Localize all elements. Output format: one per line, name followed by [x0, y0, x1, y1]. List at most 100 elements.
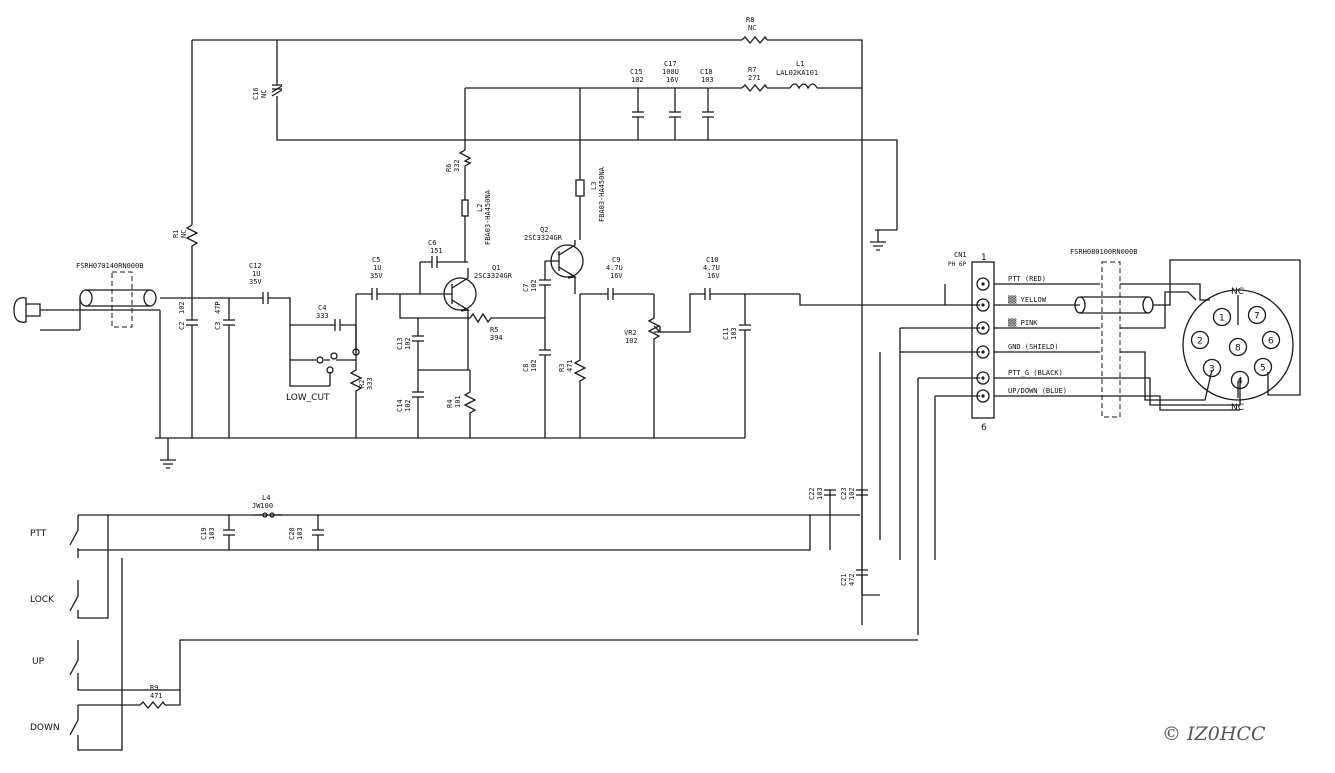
mic-pin-5	[1253, 357, 1273, 377]
c3-ref: C3	[214, 322, 222, 330]
q1-value: 2SC3324GR	[474, 272, 513, 280]
mic-pin-4	[1230, 370, 1250, 390]
mic-pin-number: 2	[1197, 337, 1203, 347]
r7-ref: R7	[748, 66, 756, 74]
switch-ptt-label: PTT	[30, 529, 47, 539]
c8-ref: C8	[522, 364, 530, 372]
c10-voltage: 16V	[707, 272, 720, 280]
c6-ref: C6	[428, 239, 436, 247]
r9-ref: R9	[150, 684, 158, 692]
c4-value: 333	[316, 312, 329, 320]
mic-pin-number: 5	[1260, 364, 1266, 374]
l4-ref: L4	[262, 494, 270, 502]
mic-pin-1	[1212, 307, 1232, 327]
cn1-pin-label: UP/DOWN (BLUE)	[1008, 387, 1067, 395]
c9-value: 4.7U	[606, 264, 623, 272]
c13-value: 102	[404, 337, 412, 350]
c3-value: 47P	[214, 301, 222, 314]
switch-down-label: DOWN	[30, 723, 60, 733]
switch-lock-label: LOCK	[30, 595, 55, 605]
mic-pin-number: 3	[1209, 365, 1215, 375]
c7-value: 102	[530, 279, 538, 292]
l3-ref: L3	[590, 182, 598, 190]
mic-pin-7	[1247, 305, 1267, 325]
mic-pin-number: 7	[1254, 312, 1260, 322]
c16-ref: C16	[252, 87, 260, 100]
mic-pin-6	[1261, 330, 1281, 350]
r3-value: 471	[566, 359, 574, 372]
component-labels: R8 NC C16 NC R1 NC C15 102 C17 100U 16V …	[76, 16, 1137, 700]
cn1-pin-dot	[981, 303, 985, 307]
l2-ref: L2	[476, 204, 484, 212]
r7-value: 271	[748, 74, 761, 82]
c13-ref: C13	[396, 337, 404, 350]
cn1-pin-5	[976, 371, 990, 385]
vr2-ref: VR2	[624, 329, 637, 337]
c18-ref: C18	[700, 68, 713, 76]
r3-ref: R3	[558, 364, 566, 372]
c11-ref: C11	[722, 327, 730, 340]
cn1-pin-2	[976, 298, 990, 312]
c19-value: 103	[208, 527, 216, 540]
c20-value: 103	[296, 527, 304, 540]
cn1-pin-label: ▒▒ PINK	[1008, 318, 1038, 327]
c22-ref: C22	[808, 487, 816, 500]
mic-pin-2	[1190, 330, 1210, 350]
c12-value: 1U	[252, 270, 260, 278]
low-cut-label: LOW_CUT	[286, 393, 330, 403]
c17-voltage: 16V	[666, 76, 679, 84]
r8-ref: R8	[746, 16, 754, 24]
cn1-type: PH 6P	[948, 261, 966, 268]
c21-ref: C21	[840, 573, 848, 586]
switch-up-label: UP	[32, 657, 45, 667]
mic-nc-bottom: NC	[1231, 403, 1244, 413]
c18-value: 103	[701, 76, 714, 84]
r5-value: 394	[490, 334, 503, 342]
r5-ref: R5	[490, 326, 498, 334]
c22-value: 103	[816, 487, 824, 500]
r6-ref: R6	[445, 164, 453, 172]
cn1-pin-label: GND (SHIELD)	[1008, 343, 1059, 351]
r8-value: NC	[748, 24, 756, 32]
cn1-pin-dot	[981, 376, 985, 380]
r9-value: 471	[150, 692, 163, 700]
cn1-pin-3	[976, 321, 990, 335]
l1-ref: L1	[796, 60, 804, 68]
c15-ref: C15	[630, 68, 643, 76]
mic-pin-3	[1202, 358, 1222, 378]
cn1-pin-dot	[981, 350, 985, 354]
c12-voltage: 35V	[249, 278, 262, 286]
mic-pin-number: 1	[1219, 314, 1225, 324]
c23-ref: C23	[840, 487, 848, 500]
c17-value: 100U	[662, 68, 679, 76]
c2-ref: C2	[178, 322, 186, 330]
switch-labels: PTT LOCK UP DOWN	[30, 529, 60, 733]
c5-ref: C5	[372, 256, 380, 264]
c14-value: 102	[404, 399, 412, 412]
cn1-pin-label: ▒▒ YELLOW	[1008, 295, 1047, 304]
c8-value: 102	[530, 359, 538, 372]
left-input	[13, 224, 745, 469]
cn1-pin-last: 6	[981, 423, 987, 433]
mic-nc-top: NC	[1231, 287, 1244, 297]
c20-ref: C20	[288, 527, 296, 540]
mic-pin-8	[1228, 337, 1248, 357]
c16-value: NC	[260, 90, 268, 98]
c5-voltage: 35V	[370, 272, 383, 280]
stage-q2	[539, 88, 945, 438]
c6-value: 151	[430, 247, 443, 255]
cn1-pin-dot	[981, 326, 985, 330]
cn1-pin-6	[976, 389, 990, 403]
cn1-wires	[879, 284, 980, 635]
r6-value: 332	[453, 159, 461, 172]
r2-ref: R2	[358, 380, 366, 388]
switch-section	[69, 489, 918, 751]
c9-voltage: 16V	[610, 272, 623, 280]
cn1-pin-label: PTT (RED)	[1008, 275, 1046, 283]
c10-value: 4.7U	[703, 264, 720, 272]
l1-value: LAL02KA101	[776, 69, 818, 77]
mic-pin-number: 6	[1268, 337, 1274, 347]
c23-value: 102	[848, 487, 856, 500]
c11-value: 103	[730, 327, 738, 340]
